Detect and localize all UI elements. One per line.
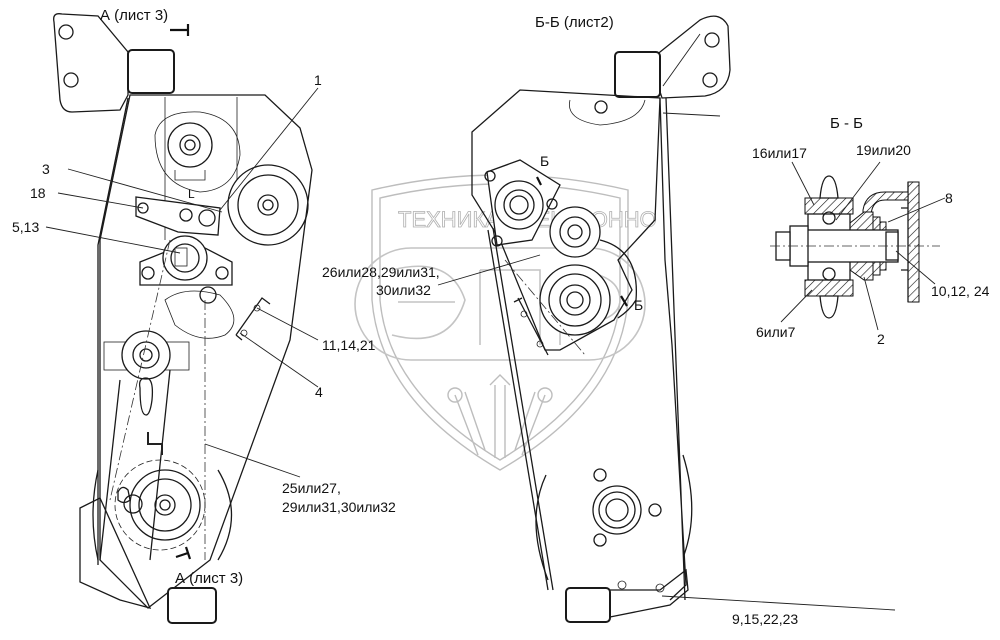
callout-26-line1: 26или28,29или31, [322, 264, 440, 280]
callout-25-line2: 29или31,30или32 [282, 499, 396, 515]
middle-view [471, 15, 731, 623]
callout-6-7: 6или7 [756, 324, 796, 340]
leader-lines [45, 33, 946, 611]
callout-3: 3 [42, 161, 50, 177]
svg-text:L: L [188, 187, 195, 201]
section-title: Б - Б [830, 115, 863, 132]
labels: А (лист 3) А (лист 3) Б-Б (лист2) 1 3 18… [12, 7, 990, 627]
callout-25-line1: 25или27, [282, 480, 341, 496]
callout-2: 2 [877, 331, 885, 347]
callout-8: 8 [945, 190, 953, 206]
view-title-left-bottom: А (лист 3) [175, 570, 243, 587]
section-view: Б - Б [770, 115, 940, 319]
section-mark-icon [620, 295, 628, 307]
left-view: L [53, 13, 313, 624]
view-title-middle: Б-Б (лист2) [535, 14, 614, 31]
callout-16-17: 16или17 [752, 145, 807, 161]
callout-26-line2: 30или32 [376, 282, 431, 298]
section-mark-icon [536, 176, 542, 186]
callout-10-12-24: 10,12, 24 [931, 283, 990, 299]
callout-5-13: 5,13 [12, 219, 39, 235]
callout-1: 1 [314, 72, 322, 88]
section-mark-bottom: Б [634, 297, 643, 313]
section-arrow-icon [175, 546, 192, 560]
section-arrow-icon [170, 24, 190, 36]
callout-19-20: 19или20 [856, 142, 911, 158]
section-mark-top: Б [540, 153, 549, 169]
view-title-left-top: А (лист 3) [100, 7, 168, 24]
callout-9-15-22-23: 9,15,22,23 [732, 611, 798, 627]
callout-11-14-21: 11,14,21 [322, 337, 376, 353]
callout-18: 18 [30, 185, 46, 201]
callout-4: 4 [315, 384, 323, 400]
